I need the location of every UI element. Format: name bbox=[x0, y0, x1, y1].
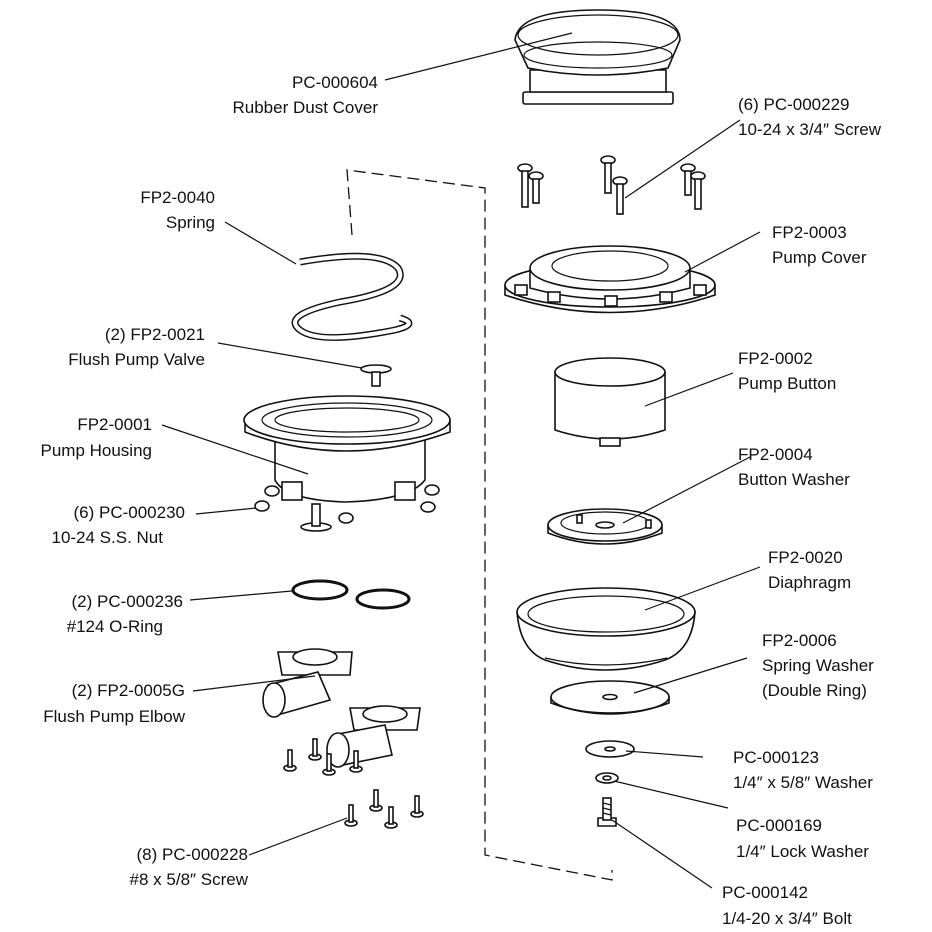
label-dust-cover-name: Rubber Dust Cover bbox=[232, 98, 378, 117]
label-bolt-part: PC-000142 bbox=[722, 883, 808, 902]
label-button-washer-part: FP2-0004 bbox=[738, 445, 813, 464]
label-button-washer-name: Button Washer bbox=[738, 470, 850, 489]
assembly-dashed-line bbox=[346, 169, 613, 881]
label-lock-washer-part: PC-000169 bbox=[736, 816, 822, 835]
label-spring-name: Spring bbox=[166, 213, 215, 232]
label-screw-58-name: #8 x 5/8″ Screw bbox=[130, 870, 249, 889]
label-elbow: (2) FP2-0005G Flush Pump Elbow bbox=[43, 681, 185, 726]
label-diaphragm-name: Diaphragm bbox=[768, 573, 851, 592]
label-pump-button-name: Pump Button bbox=[738, 374, 836, 393]
rubber-dust-cover bbox=[514, 9, 681, 105]
diaphragm bbox=[516, 587, 696, 671]
flush-pump-valve bbox=[360, 364, 392, 387]
label-bolt-name: 1/4-20 x 3/4″ Bolt bbox=[722, 909, 852, 928]
label-spring-washer-name: Spring Washer bbox=[762, 656, 874, 675]
screws-8-5-8 bbox=[283, 738, 424, 829]
label-spring-washer-part: FP2-0006 bbox=[762, 631, 837, 650]
bolt bbox=[597, 797, 617, 827]
label-spring-washer: FP2-0006 Spring Washer (Double Ring) bbox=[762, 631, 874, 700]
label-valve-name: Flush Pump Valve bbox=[68, 350, 205, 369]
nuts-10-24 bbox=[254, 484, 440, 532]
label-nut-part: (6) PC-000230 bbox=[73, 503, 185, 522]
flush-pump-elbows bbox=[262, 648, 421, 768]
label-oring-part: (2) PC-000236 bbox=[71, 592, 183, 611]
label-dust-cover: PC-000604 Rubber Dust Cover bbox=[232, 73, 378, 117]
label-oring-name: #124 O-Ring bbox=[67, 617, 163, 636]
label-pump-button: FP2-0002 Pump Button bbox=[738, 349, 836, 393]
label-screw-34: (6) PC-000229 10-24 x 3/4″ Screw bbox=[738, 95, 882, 139]
label-diaphragm-part: FP2-0020 bbox=[768, 548, 843, 567]
label-lock-washer: PC-000169 1/4″ Lock Washer bbox=[736, 816, 869, 861]
label-lock-washer-name: 1/4″ Lock Washer bbox=[736, 842, 869, 861]
label-pump-cover-name: Pump Cover bbox=[772, 248, 867, 267]
label-valve: (2) FP2-0021 Flush Pump Valve bbox=[68, 325, 205, 369]
label-housing-part: FP2-0001 bbox=[77, 415, 152, 434]
label-oring: (2) PC-000236 #124 O-Ring bbox=[67, 592, 183, 636]
label-spring: FP2-0040 Spring bbox=[140, 188, 215, 232]
label-washer-58-name: 1/4″ x 5/8″ Washer bbox=[733, 773, 873, 792]
label-screw-58: (8) PC-000228 #8 x 5/8″ Screw bbox=[130, 845, 249, 889]
label-dust-cover-part: PC-000604 bbox=[292, 73, 378, 92]
label-nut-name: 10-24 S.S. Nut bbox=[51, 528, 163, 547]
label-valve-part: (2) FP2-0021 bbox=[105, 325, 205, 344]
label-housing-name: Pump Housing bbox=[40, 441, 152, 460]
pump-housing bbox=[243, 395, 451, 503]
label-pump-cover-part: FP2-0003 bbox=[772, 223, 847, 242]
label-elbow-part: (2) FP2-0005G bbox=[72, 681, 185, 700]
spring bbox=[291, 252, 413, 341]
pump-cover bbox=[504, 245, 716, 314]
label-pump-button-part: FP2-0002 bbox=[738, 349, 813, 368]
label-screw-34-name: 10-24 x 3/4″ Screw bbox=[738, 120, 882, 139]
label-pump-cover: FP2-0003 Pump Cover bbox=[772, 223, 867, 267]
o-rings bbox=[291, 579, 411, 610]
label-housing: FP2-0001 Pump Housing bbox=[40, 415, 152, 460]
screws-10-24 bbox=[517, 155, 706, 215]
washer-5-8 bbox=[585, 740, 635, 758]
label-bolt: PC-000142 1/4-20 x 3/4″ Bolt bbox=[722, 883, 852, 928]
leader-lines bbox=[161, 32, 761, 889]
label-spring-part: FP2-0040 bbox=[140, 188, 215, 207]
label-screw-34-part: (6) PC-000229 bbox=[738, 95, 850, 114]
label-washer-58-part: PC-000123 bbox=[733, 748, 819, 767]
label-screw-58-part: (8) PC-000228 bbox=[136, 845, 248, 864]
label-elbow-name: Flush Pump Elbow bbox=[43, 707, 185, 726]
lock-washer bbox=[595, 772, 619, 784]
spring-washer bbox=[550, 680, 670, 715]
label-washer-58: PC-000123 1/4″ x 5/8″ Washer bbox=[733, 748, 873, 792]
label-nut: (6) PC-000230 10-24 S.S. Nut bbox=[51, 503, 185, 547]
button-washer bbox=[547, 508, 663, 545]
label-button-washer: FP2-0004 Button Washer bbox=[738, 445, 850, 489]
label-spring-washer-extra: (Double Ring) bbox=[762, 681, 867, 700]
pump-button bbox=[554, 357, 666, 447]
label-diaphragm: FP2-0020 Diaphragm bbox=[768, 548, 851, 592]
